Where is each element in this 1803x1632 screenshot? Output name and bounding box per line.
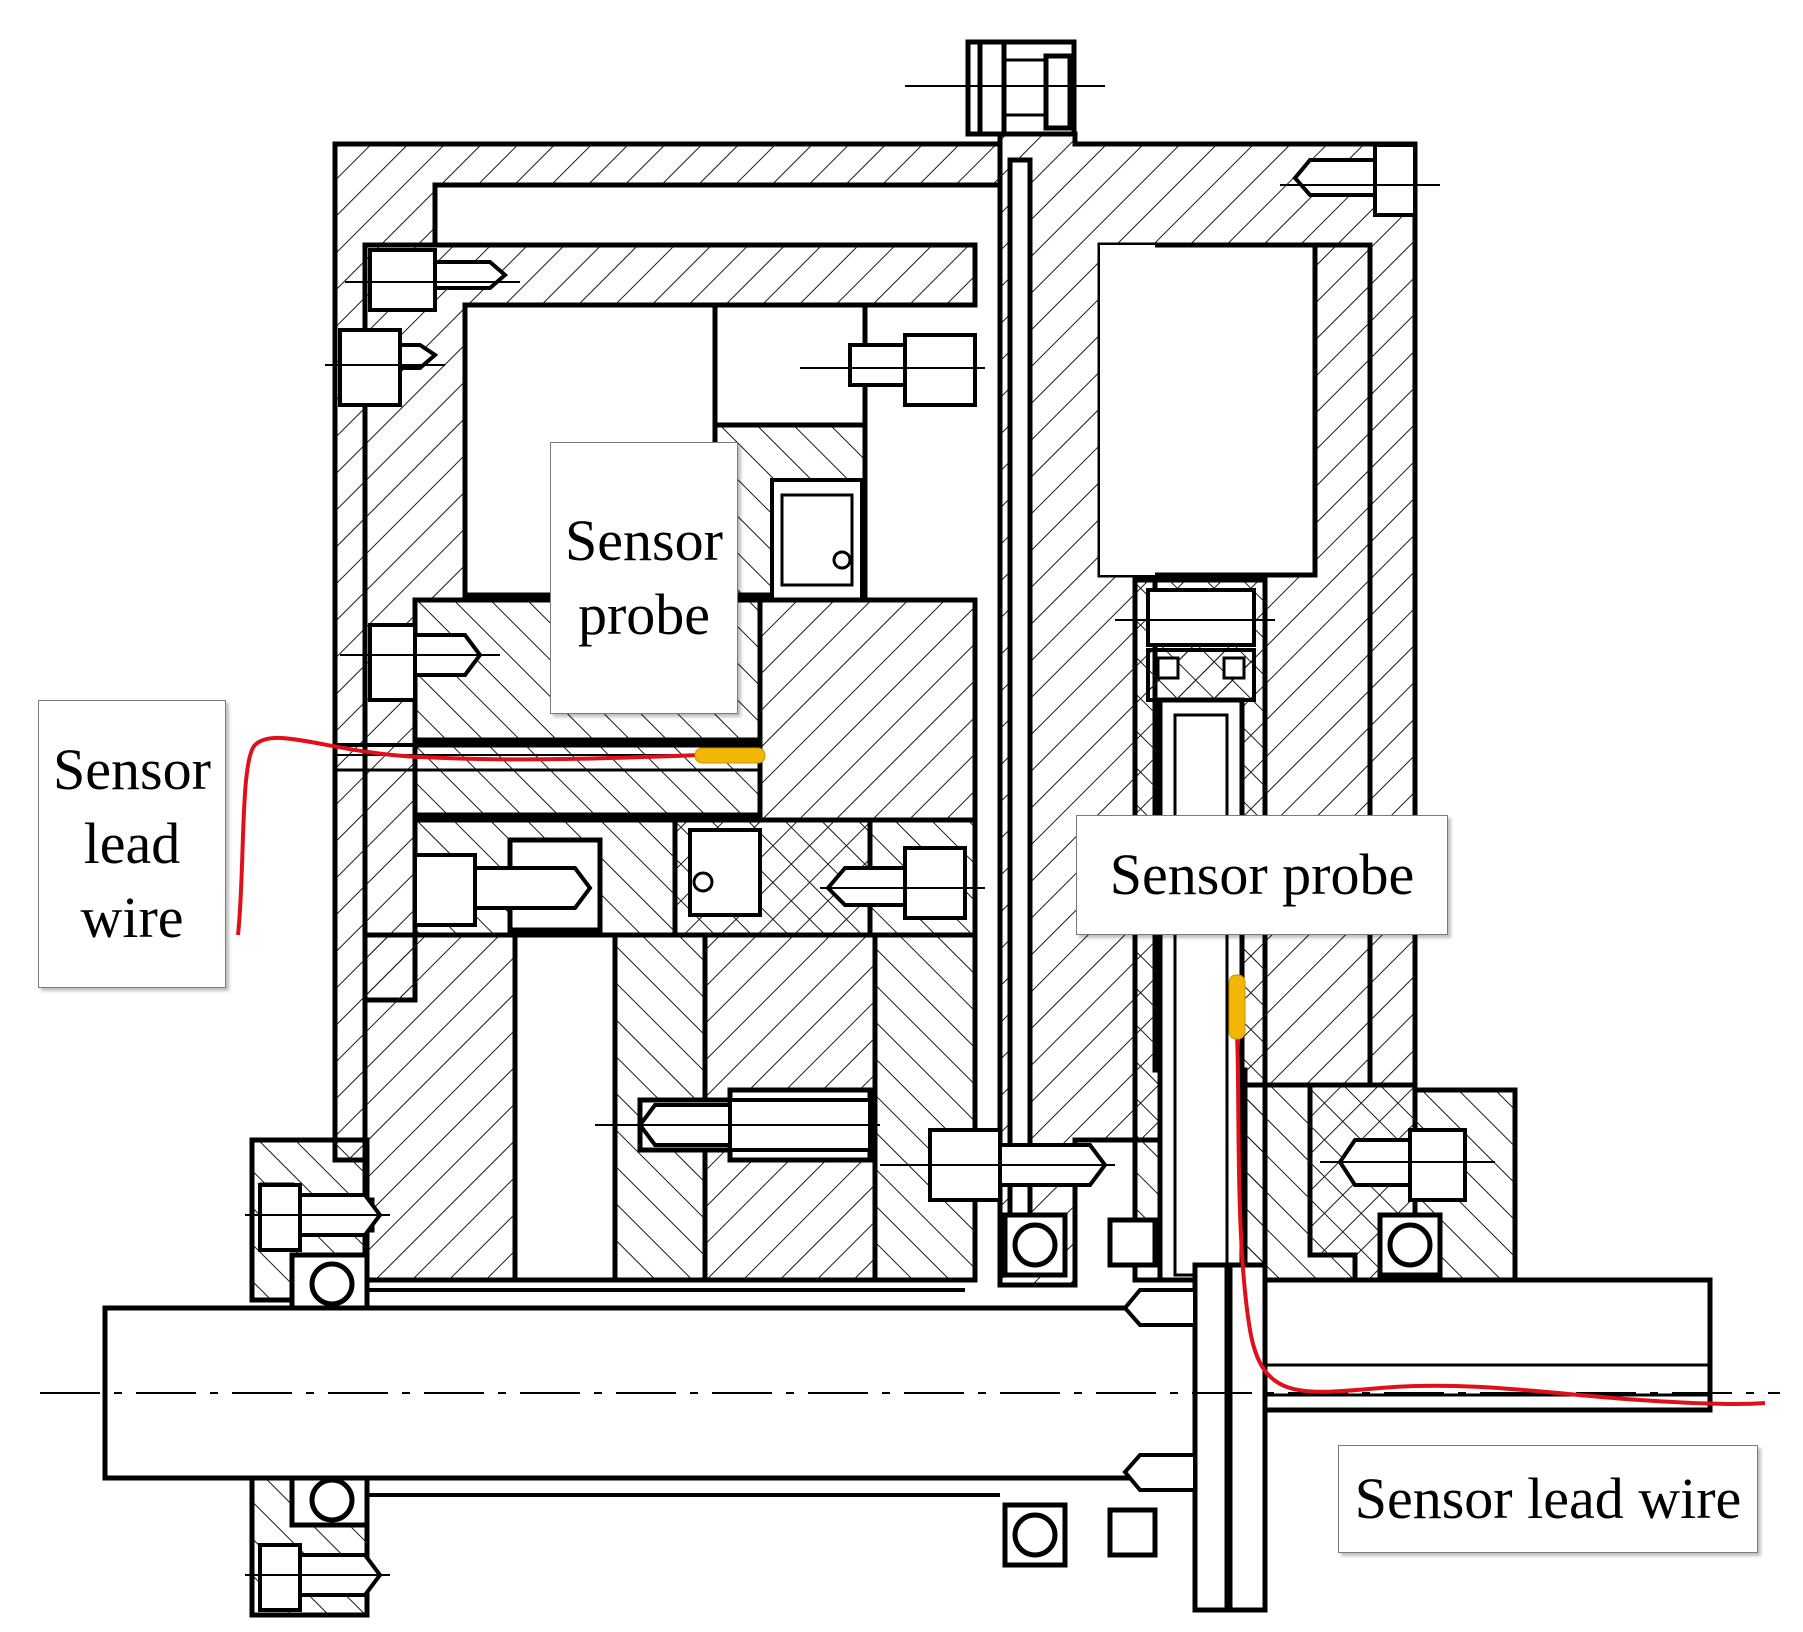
- sensor-probe-right-mark: [1228, 974, 1246, 1040]
- sensor-probe-left-mark: [694, 747, 766, 764]
- lead-wire-left: [236, 735, 701, 936]
- lead-wire-right: [1235, 1034, 1766, 1406]
- bearings: [1002, 1212, 1443, 1568]
- top-flange: [905, 39, 1105, 137]
- label-sensor-probe-right: Sensor probe: [1076, 815, 1448, 935]
- label-sensor-lead-wire-right: Sensor lead wire: [1338, 1445, 1758, 1553]
- bolts: [258, 143, 1467, 1612]
- label-sensor-probe-top: Sensor probe: [550, 442, 738, 714]
- output-shaft: [1227, 1262, 1713, 1613]
- label-sensor-lead-wire-left: Sensor lead wire: [38, 700, 226, 988]
